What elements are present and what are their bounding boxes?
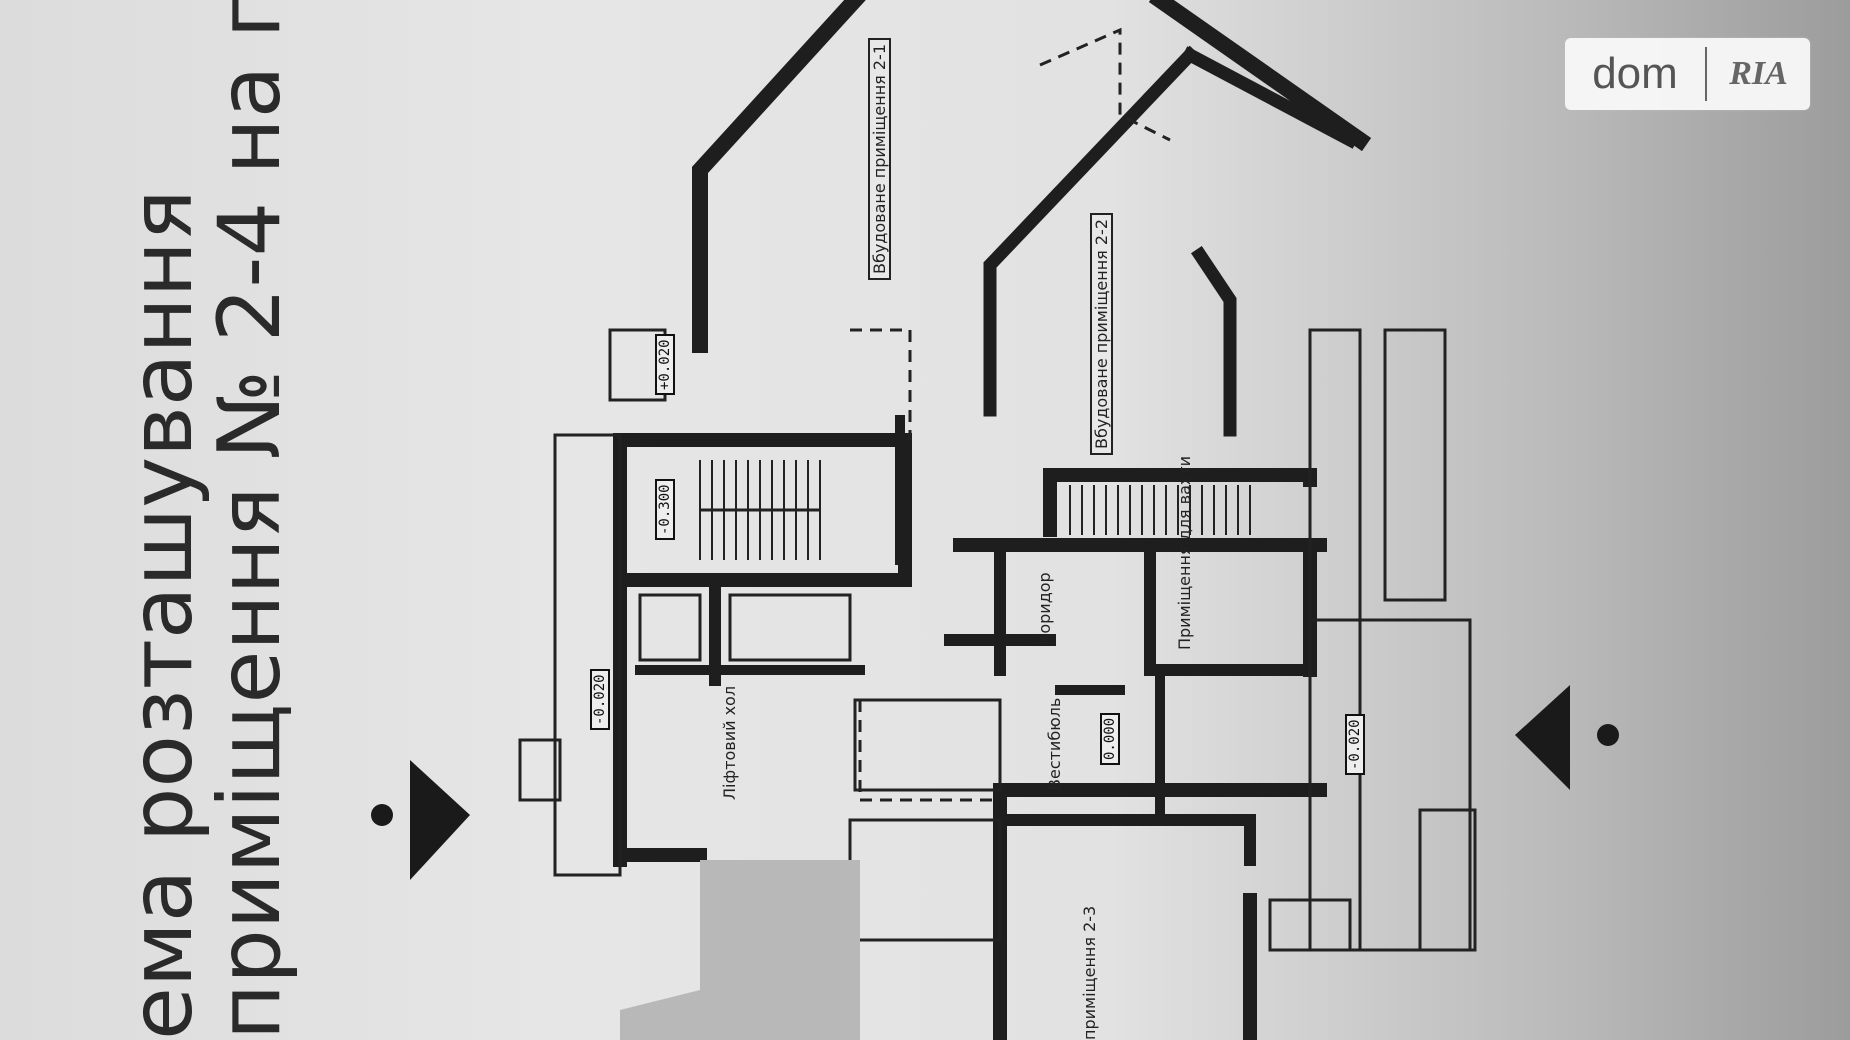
- section-arrow-right: [1515, 685, 1570, 790]
- room-label-office-2: Вбудоване приміщення 2-2: [1090, 213, 1113, 455]
- domria-watermark: dom RIA: [1565, 38, 1810, 110]
- room-label-vestibule: Вестибюль: [1045, 697, 1064, 790]
- level-tag: -0.020: [590, 669, 610, 730]
- level-tag: -0.020: [1345, 714, 1365, 775]
- wall-2-1-left: [692, 0, 866, 353]
- section-arrow-left: [410, 760, 470, 880]
- plan-heading-line-1: ема розташування: [112, 189, 212, 1040]
- level-tag: 0.000: [1100, 712, 1120, 765]
- watermark-divider: [1705, 47, 1707, 101]
- room-label-office-3: приміщення 2-3: [1080, 905, 1099, 1040]
- watermark-ria-logo: RIA: [1729, 55, 1788, 92]
- level-tag: -0.300: [655, 479, 675, 540]
- room-label-storage: Приміщення для вахти: [1175, 455, 1194, 650]
- room-label-hall: Ліфтовий хол: [720, 685, 739, 800]
- level-tag: +0.020: [655, 334, 675, 395]
- room-label-corridor: Коридор: [1035, 572, 1054, 645]
- room-label-office-1: Вбудоване приміщення 2-1: [868, 38, 891, 280]
- wall-top-right: [1148, 0, 1372, 152]
- plan-heading-line-2: приміщення № 2-4 на п: [200, 0, 300, 1040]
- watermark-dom-text: dom: [1592, 49, 1678, 98]
- wall-2-2-left: [983, 45, 1200, 417]
